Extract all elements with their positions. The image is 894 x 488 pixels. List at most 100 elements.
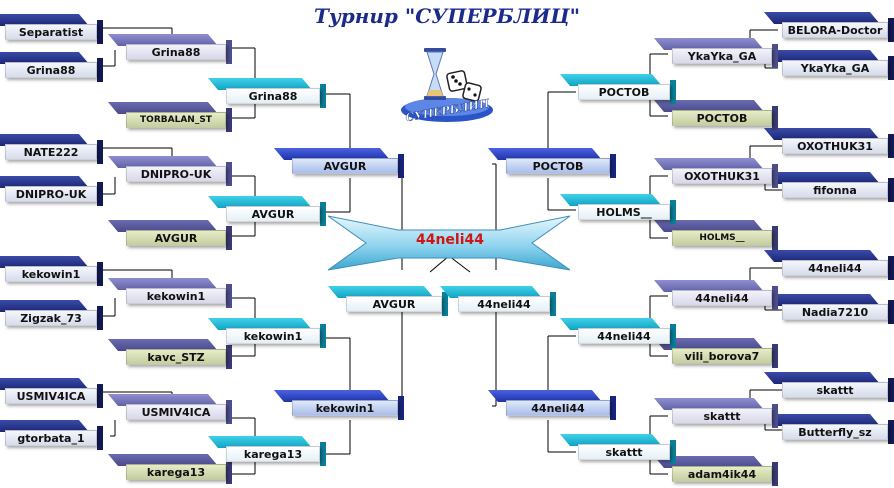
player-box-left-round3-1: AVGUR — [207, 196, 326, 226]
player-name: Separatist — [5, 24, 97, 40]
player-name: NATE222 — [5, 144, 97, 160]
player-box-right-round1-1: YkaYka_GA — [763, 50, 894, 80]
player-box-left-round4-1: kekowin1 — [273, 390, 404, 420]
player-name: DNIPRO-UK — [126, 166, 226, 182]
player-box-left-round2-7: karega13 — [107, 454, 232, 484]
player-name: OXOTHUK31 — [782, 138, 888, 154]
player-box-left-round3-3: karega13 — [207, 436, 326, 466]
player-box-left-round2-1: TORBALAN_ST — [107, 102, 232, 132]
player-box-right-round2-0: YkaYka_GA — [653, 38, 778, 68]
champion-banner — [328, 215, 570, 271]
champion-name: 44neli44 — [415, 232, 485, 248]
player-box-right-round1-7: Butterfly_sz — [763, 414, 894, 444]
player-name: HOLMS__ — [578, 204, 670, 220]
player-box-left-round4-0: AVGUR — [273, 148, 404, 178]
player-box-left-round1-4: kekowin1 — [0, 256, 103, 286]
player-name: TORBALAN_ST — [126, 112, 226, 128]
player-name: AVGUR — [346, 296, 442, 312]
player-box-left-round3-2: kekowin1 — [207, 318, 326, 348]
player-name: karega13 — [226, 446, 320, 462]
player-name: kekowin1 — [126, 288, 226, 304]
player-name: 44neli44 — [506, 400, 610, 416]
player-box-left-round2-0: Grina88 — [107, 34, 232, 64]
player-box-right-round2-7: adam4ik44 — [653, 456, 778, 486]
player-name: kavc_STZ — [126, 349, 226, 365]
player-name: 44neli44 — [578, 328, 670, 344]
player-name: adam4ik44 — [672, 466, 772, 482]
player-box-left-round1-1: Grina88 — [0, 52, 103, 82]
player-box-right-round2-2: OXOTHUK31 — [653, 158, 778, 188]
player-box-right-round3-1: HOLMS__ — [559, 194, 676, 224]
player-box-left-round1-0: Separatist — [0, 14, 103, 44]
player-box-left-round2-3: AVGUR — [107, 220, 232, 250]
player-name: USMIV4ICA — [5, 388, 97, 404]
player-box-right-round2-3: HOLMS__ — [653, 220, 778, 250]
player-box-right-round2-4: 44neli44 — [653, 280, 778, 310]
player-box-right-round1-2: OXOTHUK31 — [763, 128, 894, 158]
player-name: Grina88 — [5, 62, 97, 78]
page-title: Турнир "СУПЕРБЛИЦ" — [313, 4, 581, 28]
player-box-left-round1-6: USMIV4ICA — [0, 378, 103, 408]
player-name: HOLMS__ — [672, 230, 772, 246]
player-name: Grina88 — [126, 44, 226, 60]
bracket-connector — [448, 255, 471, 273]
bracket-connector — [429, 255, 450, 273]
player-box-right-round3-0: РОСТОВ — [559, 74, 676, 104]
player-name: AVGUR — [126, 230, 226, 246]
player-box-right-round1-5: Nadia7210 — [763, 294, 894, 324]
player-name: 44neli44 — [782, 260, 888, 276]
player-name: Nadia7210 — [782, 304, 888, 320]
player-name: РОСТОВ — [506, 158, 610, 174]
player-box-left-round1-3: DNIPRO-UK — [0, 176, 103, 206]
player-box-right-round3-3: skattt — [559, 434, 676, 464]
player-box-left-round3-0: Grina88 — [207, 78, 326, 108]
player-name: kekowin1 — [226, 328, 320, 344]
player-name: gtorbata_1 — [5, 430, 97, 446]
player-name: kekowin1 — [5, 266, 97, 282]
player-box-left-round2-5: kavc_STZ — [107, 339, 232, 369]
hourglass-logo-icon: СУПЕРБЛИЦ — [401, 48, 493, 125]
player-box-right-round1-0: BELORA-Doctor — [763, 12, 894, 42]
player-name: YkaYka_GA — [782, 60, 888, 76]
player-box-right-round2-1: РОСТОВ — [653, 100, 778, 130]
player-box-right-round2-5: vili_borova7 — [653, 338, 778, 368]
player-box-right-round1-3: fifonna — [763, 172, 894, 202]
player-name: РОСТОВ — [672, 110, 772, 126]
player-box-right-round1-6: skattt — [763, 372, 894, 402]
player-box-right-round2-6: skattt — [653, 398, 778, 428]
player-name: OXOTHUK31 — [672, 168, 772, 184]
player-name: skattt — [578, 444, 670, 460]
player-name: 44neli44 — [458, 296, 550, 312]
player-name: YkaYka_GA — [672, 48, 772, 64]
player-box-left-round2-6: USMIV4ICA — [107, 394, 232, 424]
player-name: Zigzak_73 — [5, 310, 97, 326]
player-name: BELORA-Doctor — [782, 22, 888, 38]
player-name: kekowin1 — [292, 400, 398, 416]
player-name: Grina88 — [226, 88, 320, 104]
player-name: AVGUR — [292, 158, 398, 174]
player-box-left-final: AVGUR — [327, 286, 448, 316]
player-name: 44neli44 — [672, 290, 772, 306]
player-box-left-round1-2: NATE222 — [0, 134, 103, 164]
player-box-right-round1-4: 44neli44 — [763, 250, 894, 280]
player-box-right-round4-1: 44neli44 — [487, 390, 616, 420]
player-box-left-round1-5: Zigzak_73 — [0, 300, 103, 330]
player-name: karega13 — [126, 464, 226, 480]
player-box-left-round2-2: DNIPRO-UK — [107, 156, 232, 186]
player-box-right-round3-2: 44neli44 — [559, 318, 676, 348]
player-name: vili_borova7 — [672, 348, 772, 364]
player-name: DNIPRO-UK — [5, 186, 97, 202]
player-name: Butterfly_sz — [782, 424, 888, 440]
player-name: skattt — [672, 408, 772, 424]
player-box-right-round4-0: РОСТОВ — [487, 148, 616, 178]
player-box-right-final: 44neli44 — [439, 286, 556, 316]
player-name: skattt — [782, 382, 888, 398]
player-name: AVGUR — [226, 206, 320, 222]
player-box-left-round2-4: kekowin1 — [107, 278, 232, 308]
player-name: РОСТОВ — [578, 84, 670, 100]
player-name: fifonna — [782, 182, 888, 198]
player-name: USMIV4ICA — [126, 404, 226, 420]
player-box-left-round1-7: gtorbata_1 — [0, 420, 103, 450]
